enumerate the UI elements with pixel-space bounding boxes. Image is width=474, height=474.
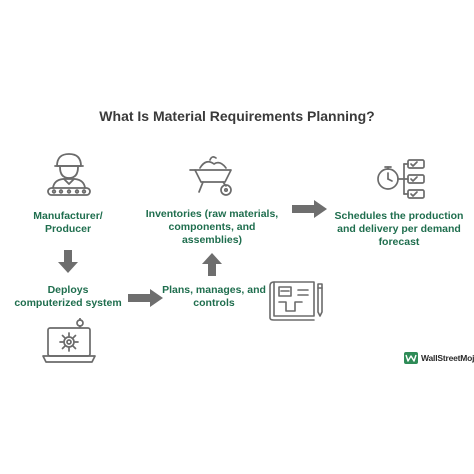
schedule-clock-icon xyxy=(377,159,425,199)
brand-watermark: WallStreetMojo xyxy=(404,352,474,364)
diagram-title: What Is Material Requirements Planning? xyxy=(99,108,375,124)
arrow-right-inventories-to-schedules xyxy=(292,200,327,218)
manufacturer-worker-icon xyxy=(47,153,91,196)
arrow-up-plans-to-inventories xyxy=(202,253,222,276)
brand-name: WallStreetMojo xyxy=(421,353,474,363)
blueprint-plan-icon xyxy=(269,281,323,321)
step-label-manufacturer: Manufacturer/ Producer xyxy=(33,210,103,235)
step-label-schedules: Schedules the production and delivery pe… xyxy=(334,210,464,248)
arrow-down-manufacturer-to-deploys xyxy=(58,250,78,273)
step-label-inventories: Inventories (raw materials, components, … xyxy=(145,208,279,246)
arrow-right-deploys-to-plans xyxy=(128,289,163,307)
wheelbarrow-inventory-icon xyxy=(189,156,232,196)
computer-gear-icon xyxy=(42,318,96,363)
brand-logo-icon xyxy=(404,352,418,364)
step-label-plans: Plans, manages, and controls xyxy=(162,284,266,309)
step-label-deploys: Deploys computerized system xyxy=(14,284,122,309)
